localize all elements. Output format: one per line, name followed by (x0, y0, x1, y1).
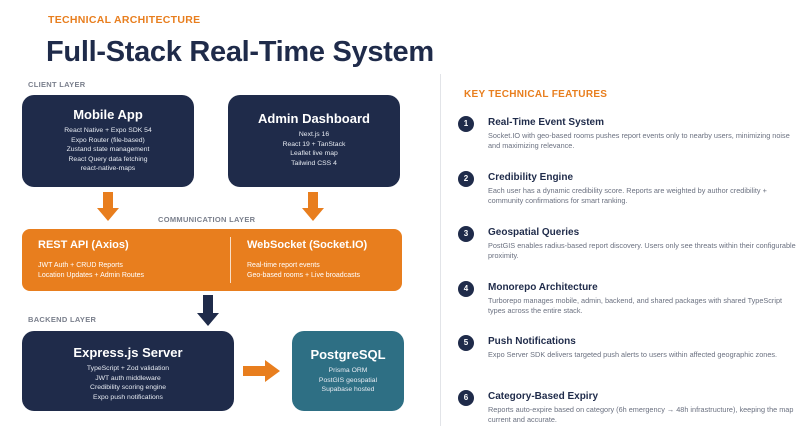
admin-dashboard-line: Tailwind CSS 4 (291, 159, 337, 167)
postgresql-line: Supabase hosted (321, 386, 375, 393)
section-eyebrow: TECHNICAL ARCHITECTURE (48, 14, 201, 26)
express-server-line: JWT auth middleware (95, 374, 161, 382)
mobile-app-line: Zustand state management (66, 146, 150, 153)
mobile-app-line: Expo Router (file-based) (71, 136, 145, 144)
mobile-app-title: Mobile App (73, 107, 143, 122)
down-arrow-icon (197, 295, 219, 326)
communication-layer-label: COMMUNICATION LAYER (158, 215, 256, 224)
feature-description: Expo Server SDK delivers targeted push a… (488, 350, 778, 359)
features-heading: KEY TECHNICAL FEATURES (464, 89, 608, 100)
admin-dashboard-line: Next.js 16 (298, 131, 330, 138)
feature-number-badge: 3 (458, 226, 474, 242)
admin-dashboard-title: Admin Dashboard (258, 111, 370, 126)
postgresql-box: PostgreSQL Prisma ORM PostGIS geospatial… (292, 331, 404, 411)
postgresql-title: PostgreSQL (310, 347, 386, 362)
feature-number-badge: 5 (458, 335, 474, 351)
feature-number-badge: 6 (458, 390, 474, 406)
feature-description: Socket.IO with geo-based rooms pushes re… (488, 131, 790, 150)
rest-api-panel: REST API (Axios) JWT Auth + CRUD Reports… (22, 229, 230, 291)
websocket-line: Geo-based rooms + Live broadcasts (247, 271, 361, 279)
feature-title: Geospatial Queries (488, 227, 580, 238)
websocket-panel: WebSocket (Socket.IO) Real-time report e… (231, 229, 402, 291)
websocket-line: Real-time report events (247, 262, 320, 269)
communication-layer-bar: REST API (Axios) JWT Auth + CRUD Reports… (22, 229, 402, 291)
rest-api-line: JWT Auth + CRUD Reports (38, 262, 123, 269)
feature-description: PostGIS enables radius-based report disc… (488, 241, 796, 260)
down-arrow-icon (302, 192, 324, 221)
feature-description: Reports auto-expire based on category (6… (488, 405, 794, 424)
backend-layer-label: BACKEND LAYER (28, 315, 97, 324)
mobile-app-line: react-native-maps (80, 165, 136, 172)
rest-api-line: Location Updates + Admin Routes (38, 271, 145, 279)
feature-title: Real-Time Event System (488, 117, 604, 128)
admin-dashboard-line: React 19 + TanStack (282, 140, 346, 148)
communication-divider (230, 237, 231, 283)
websocket-title: WebSocket (Socket.IO) (247, 239, 368, 251)
column-divider (440, 74, 441, 426)
down-arrow-icon (97, 192, 119, 221)
feature-title: Push Notifications (488, 336, 576, 347)
mobile-app-line: React Query data fetching (68, 155, 148, 163)
feature-description: Turborepo manages mobile, admin, backend… (488, 296, 783, 315)
mobile-app-line: React Native + Expo SDK 54 (64, 127, 152, 134)
express-server-box: Express.js Server TypeScript + Zod valid… (22, 331, 234, 411)
right-arrow-icon (243, 360, 280, 382)
postgresql-line: Prisma ORM (328, 367, 368, 374)
feature-number-badge: 2 (458, 171, 474, 187)
express-server-line: TypeScript + Zod validation (86, 365, 170, 372)
rest-api-title: REST API (Axios) (38, 239, 129, 251)
page-title: Full-Stack Real-Time System (46, 36, 434, 68)
mobile-app-box: Mobile App React Native + Expo SDK 54 Ex… (22, 95, 194, 187)
client-layer-label: CLIENT LAYER (28, 80, 86, 89)
feature-title: Monorepo Architecture (488, 282, 598, 293)
express-server-title: Express.js Server (73, 345, 183, 360)
feature-description: Each user has a dynamic credibility scor… (488, 186, 767, 205)
feature-number-badge: 4 (458, 281, 474, 297)
postgresql-line: PostGIS geospatial (318, 376, 378, 384)
feature-title: Category-Based Expiry (488, 391, 599, 402)
feature-title: Credibility Engine (488, 172, 574, 183)
express-server-line: Credibility scoring engine (90, 384, 166, 391)
admin-dashboard-box: Admin Dashboard Next.js 16 React 19 + Ta… (228, 95, 400, 187)
feature-number-badge: 1 (458, 116, 474, 132)
admin-dashboard-line: Leaflet live map (290, 150, 338, 157)
express-server-line: Expo push notifications (93, 393, 163, 401)
